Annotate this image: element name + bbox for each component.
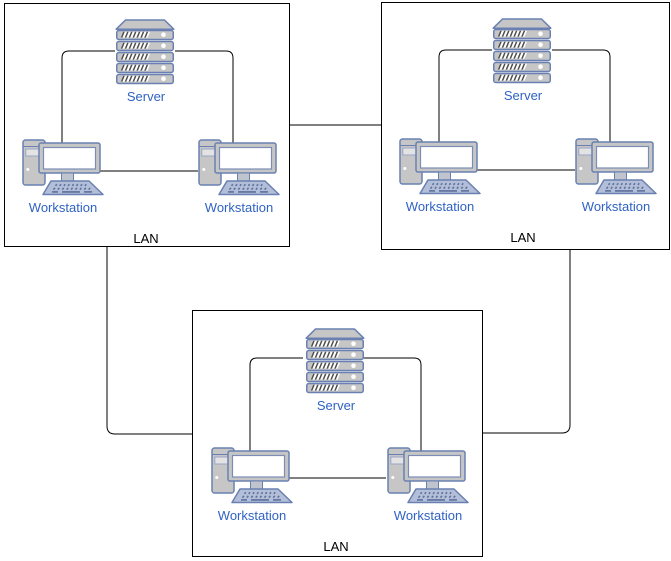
server-rack-icon[interactable]: [305, 328, 365, 394]
connector-server-workstation-left: [61, 50, 115, 145]
lan-box-bottom-center[interactable]: Server Workstation Workstation LAN: [192, 310, 483, 557]
workstation-label: Workstation: [405, 199, 475, 214]
workstation-label: Workstation: [204, 200, 274, 215]
connector-topleft-bottom: [106, 247, 193, 435]
lan-box-top-left[interactable]: Server Workstation Workstation LAN: [4, 3, 290, 247]
lan-internal-connectors: [438, 49, 611, 171]
connector-server-workstation-left: [438, 49, 492, 144]
workstation-label: Workstation: [28, 200, 98, 215]
connector-server-workstation-right: [175, 50, 234, 145]
lan-label: LAN: [510, 230, 536, 245]
server-rack-icon[interactable]: [115, 19, 175, 85]
lan-box-top-right[interactable]: Server Workstation Workstation LAN: [381, 2, 670, 250]
workstation-label: Workstation: [217, 508, 287, 523]
desktop-workstation-icon[interactable]: [22, 137, 104, 197]
lan-internal-connectors: [61, 50, 234, 172]
workstation-label: Workstation: [581, 199, 651, 214]
server-label: Server: [316, 398, 356, 413]
desktop-workstation-icon[interactable]: [198, 137, 280, 197]
connector-topright-bottom: [483, 250, 571, 434]
connector-server-workstation-right: [363, 357, 422, 452]
connector-server-workstation-left: [249, 357, 303, 452]
connector-server-workstation-right: [552, 49, 611, 144]
workstation-label: Workstation: [393, 508, 463, 523]
desktop-workstation-icon[interactable]: [399, 136, 481, 196]
lan-internal-connectors: [249, 357, 422, 479]
desktop-workstation-icon[interactable]: [211, 445, 293, 505]
lan-label: LAN: [133, 231, 159, 246]
desktop-workstation-icon[interactable]: [387, 445, 469, 505]
server-label: Server: [503, 88, 543, 103]
server-rack-icon[interactable]: [492, 18, 552, 84]
server-label: Server: [126, 89, 166, 104]
desktop-workstation-icon[interactable]: [575, 136, 657, 196]
lan-label: LAN: [323, 539, 349, 554]
